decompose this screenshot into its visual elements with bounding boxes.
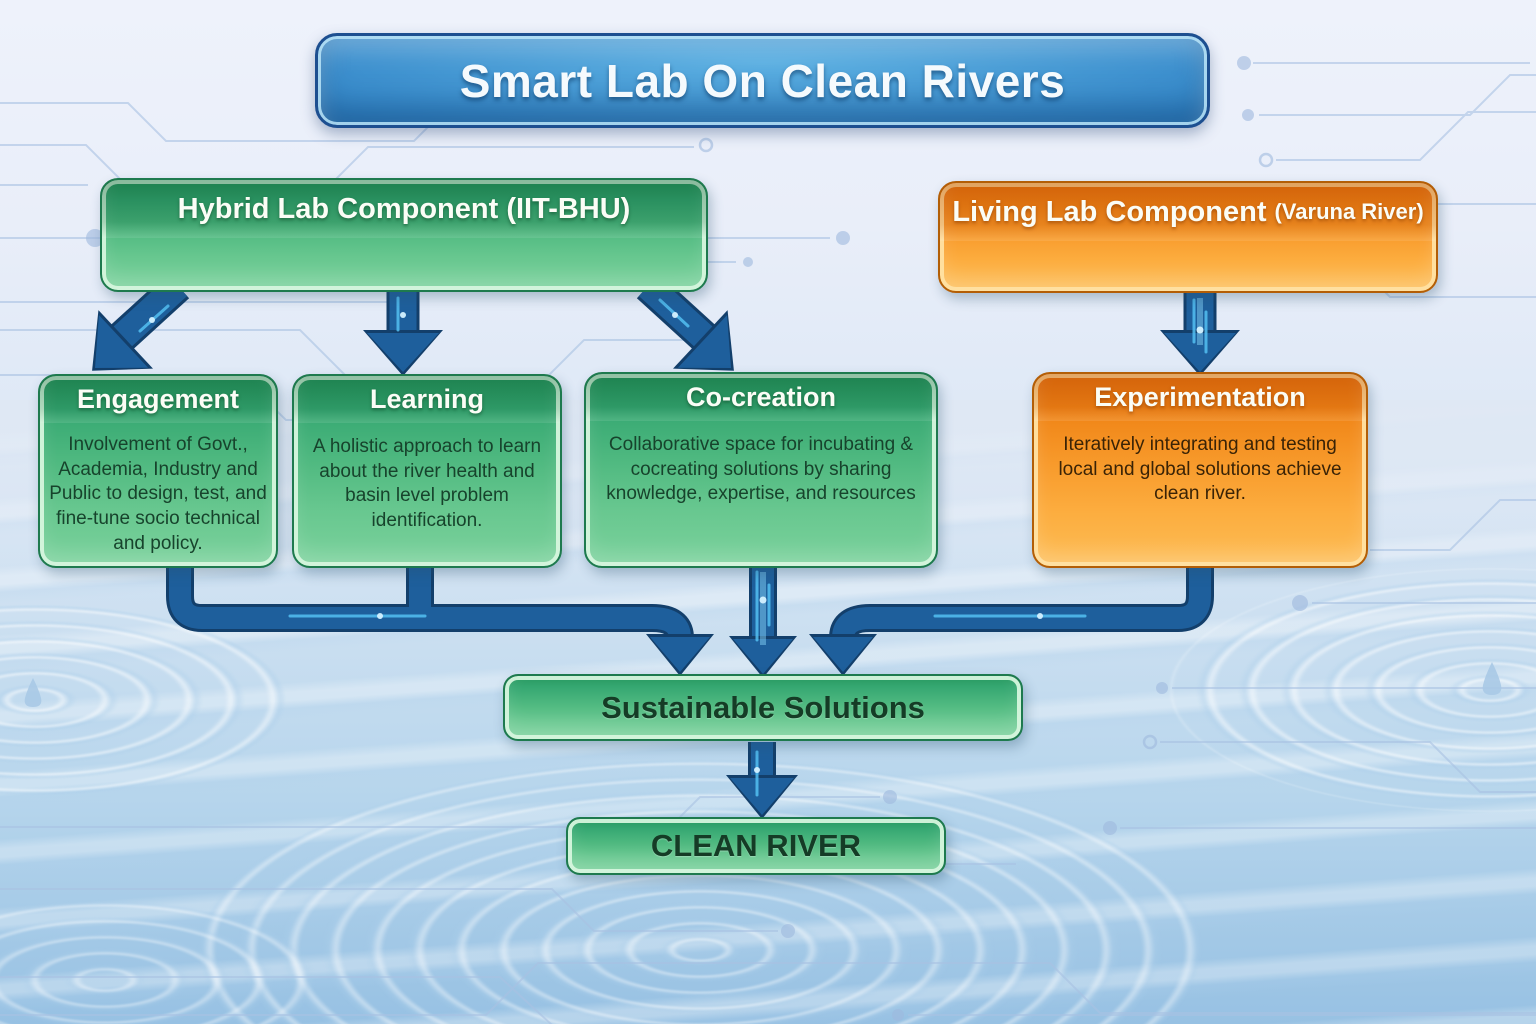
node-experimentation-header: Experimentation (1034, 374, 1366, 421)
sustainable-solutions-label: Sustainable Solutions (601, 689, 925, 725)
node-experimentation: Experimentation Iteratively integrating … (1032, 372, 1368, 568)
hybrid-lab-component-box: Hybrid Lab Component (IIT-BHU) (100, 178, 708, 292)
sustainable-solutions-box: Sustainable Solutions (503, 674, 1023, 741)
node-learning-title: Learning (369, 384, 484, 414)
arrowhead-learning (367, 333, 439, 372)
arrowhead-experimentation (1164, 333, 1236, 372)
edge-hybrid-engagement (111, 276, 188, 348)
arrowhead-cleanriver (730, 778, 794, 815)
edge-hybrid-engagement-outline (109, 273, 190, 351)
living-lab-component-box: Living Lab Component (Varuna River) (938, 181, 1438, 293)
node-engagement-body: Involvement of Govt., Academia, Industry… (49, 434, 267, 554)
edge-experimentation-sustainable (832, 560, 1211, 639)
hybrid-lab-header: Hybrid Lab Component (IIT-BHU) (102, 180, 706, 238)
node-cocreation-title: Co-creation (685, 382, 837, 412)
arrowhead-sustainable-right (813, 637, 873, 672)
node-experimentation-title: Experimentation (1094, 382, 1306, 412)
living-lab-subtitle: (Varuna River) (1274, 199, 1424, 224)
node-learning-body: A holistic approach to learn about the r… (312, 436, 542, 532)
diagram-title: Smart Lab On Clean Rivers (459, 54, 1066, 107)
diagram-title-banner: Smart Lab On Clean Rivers (315, 33, 1210, 128)
arrowhead-sustainable-left (650, 637, 710, 672)
water-droplet-right (1482, 662, 1502, 695)
ripple-bottom-left (0, 898, 320, 1024)
ripple-right (1170, 568, 1536, 812)
clean-river-label: CLEAN RIVER (650, 828, 862, 863)
node-learning-header: Learning (294, 376, 560, 423)
node-engagement-title: Engagement (76, 384, 240, 414)
node-experimentation-body: Iteratively integrating and testing loca… (1058, 434, 1342, 505)
living-lab-title: Living Lab Component (952, 195, 1267, 228)
node-cocreation: Co-creation Collaborative space for incu… (584, 372, 938, 568)
node-engagement: Engagement Involvement of Govt., Academi… (38, 374, 278, 568)
water-droplet-left (24, 678, 42, 707)
node-cocreation-header: Co-creation (586, 374, 936, 421)
arrowhead-sustainable-center (733, 639, 793, 674)
ripple-left (0, 605, 285, 795)
node-learning: Learning A holistic approach to learn ab… (292, 374, 562, 568)
edge-engagement-sustainable (169, 560, 691, 639)
clean-river-box: CLEAN RIVER (566, 817, 946, 875)
hybrid-lab-title: Hybrid Lab Component (IIT-BHU) (177, 192, 631, 225)
edge-hybrid-cocreation (638, 276, 715, 348)
node-engagement-header: Engagement (40, 376, 276, 423)
node-cocreation-body: Collaborative space for incubating & coc… (606, 434, 916, 505)
ripple-center (200, 760, 1200, 1024)
living-lab-header: Living Lab Component (Varuna River) (940, 183, 1436, 241)
